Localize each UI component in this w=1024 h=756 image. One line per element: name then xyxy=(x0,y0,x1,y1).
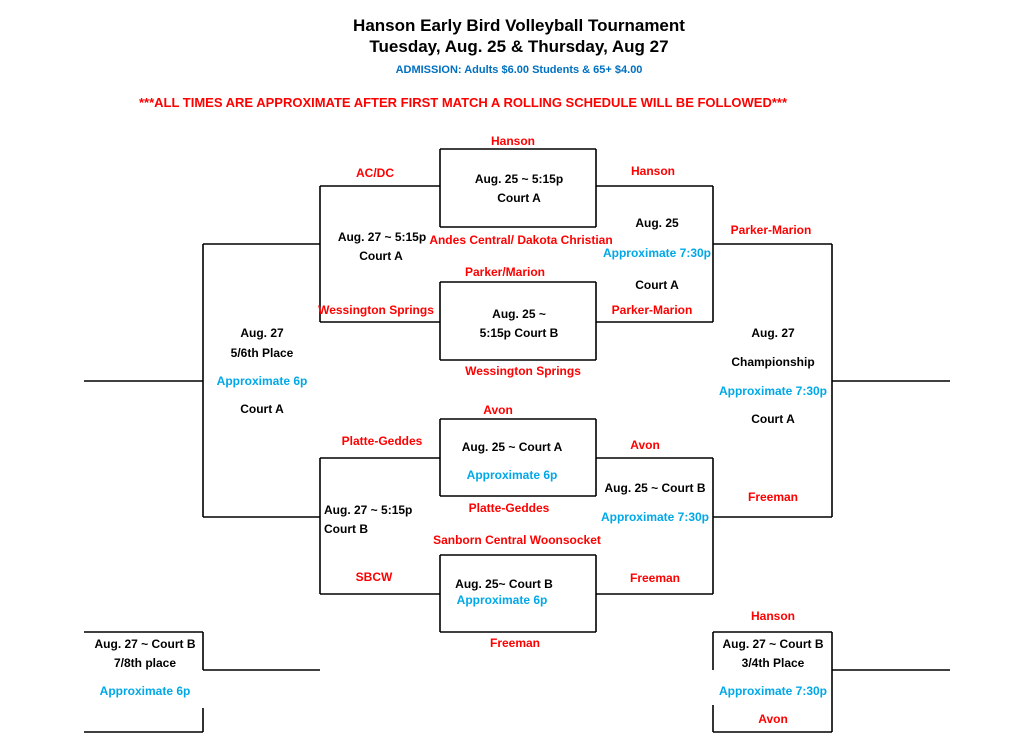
team-label: Hanson xyxy=(630,164,676,178)
page-subtitle: Tuesday, Aug. 25 & Thursday, Aug 27 xyxy=(369,37,669,56)
team-label: SBCW xyxy=(355,570,393,584)
match-date: Aug. 25 ~ Court B xyxy=(604,481,706,495)
match-date: Aug. 27 ~ 5:15p xyxy=(337,230,427,244)
match-date: Aug. 27 ~ Court B xyxy=(94,637,196,651)
team-label: Freeman xyxy=(629,571,681,585)
page-title: Hanson Early Bird Volleyball Tournament xyxy=(353,16,685,35)
match-court: Court A xyxy=(240,402,284,416)
team-label: Platte-Geddes xyxy=(468,501,550,515)
approximate-time: Approximate 6p xyxy=(99,684,191,698)
team-label: Freeman xyxy=(489,636,541,650)
match-date: Aug. 25 ~ xyxy=(492,307,546,321)
match-date: Aug. 27 ~ 5:15p xyxy=(324,503,413,517)
team-label: Avon xyxy=(483,403,513,417)
placement-label: Championship xyxy=(731,355,815,369)
match-date: Aug. 25 xyxy=(635,216,679,230)
match-court: 5:15p Court B xyxy=(479,326,559,340)
team-label: Avon xyxy=(758,712,788,726)
match-court: Court A xyxy=(359,249,403,263)
team-label: Sanborn Central Woonsocket xyxy=(433,533,601,547)
team-label: Hanson xyxy=(490,134,536,148)
team-label: Parker-Marion xyxy=(730,223,812,237)
placement-label: 3/4th Place xyxy=(741,656,805,670)
approximate-time: Approximate 6p xyxy=(456,593,548,607)
team-label: Wessington Springs xyxy=(465,364,581,378)
match-court: Court A xyxy=(751,412,795,426)
team-label: Hanson xyxy=(750,609,796,623)
approximate-time: Approximate 7:30p xyxy=(600,510,710,524)
match-date: Aug. 25~ Court B xyxy=(455,577,553,591)
placement-label: 7/8th place xyxy=(113,656,177,670)
team-label: AC/DC xyxy=(356,166,394,180)
match-court: Court A xyxy=(635,278,679,292)
approximate-time: Approximate 7:30p xyxy=(718,684,828,698)
approximate-time: Approximate 7:30p xyxy=(602,246,712,260)
approximate-time: Approximate 6p xyxy=(466,468,558,482)
team-label: Wessington Springs xyxy=(318,303,434,317)
team-label: Avon xyxy=(630,438,660,452)
team-label: Parker-Marion xyxy=(611,303,693,317)
admission-text: ADMISSION: Adults $6.00 Students & 65+ $… xyxy=(395,64,643,76)
match-date: Aug. 27 xyxy=(751,326,795,340)
placement-label: 5/6th Place xyxy=(230,346,294,360)
match-date: Aug. 25 ~ 5:15p xyxy=(474,172,564,186)
match-court: Court B xyxy=(324,522,368,536)
team-label: Platte-Geddes xyxy=(341,434,423,448)
team-label: Freeman xyxy=(747,490,799,504)
match-court: Court A xyxy=(497,191,541,205)
team-label: Andes Central/ Dakota Christian xyxy=(429,233,613,247)
approximate-time: Approximate 7:30p xyxy=(718,384,828,398)
match-date: Aug. 25 ~ Court A xyxy=(461,440,563,454)
approximate-time: Approximate 6p xyxy=(216,374,308,388)
team-label: Parker/Marion xyxy=(464,265,546,279)
schedule-notice: ***ALL TIMES ARE APPROXIMATE AFTER FIRST… xyxy=(138,95,788,110)
match-date: Aug. 27 xyxy=(240,326,284,340)
match-date: Aug. 27 ~ Court B xyxy=(722,637,824,651)
